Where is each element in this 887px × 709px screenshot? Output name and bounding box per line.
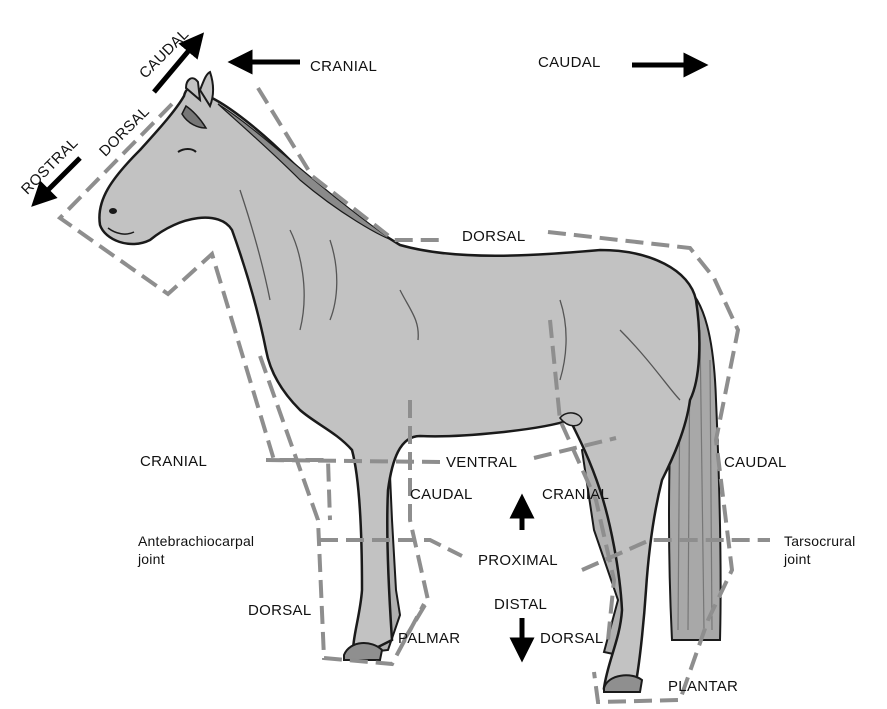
label-caudal-right: CAUDAL [724, 454, 787, 472]
label-dorsal-fore: DORSAL [248, 602, 312, 620]
label-cranial-left: CRANIAL [140, 453, 207, 471]
label-caudal-top: CAUDAL [538, 54, 601, 72]
label-caudal-fore: CAUDAL [410, 486, 473, 504]
label-plantar: PLANTAR [668, 678, 738, 696]
label-antebrachiocarpal: Antebrachiocarpal joint [138, 532, 254, 568]
front-hoof [344, 643, 382, 660]
label-cranial-top: CRANIAL [310, 58, 377, 76]
label-dorsal-hind: DORSAL [540, 630, 604, 648]
label-palmar: PALMAR [398, 630, 460, 648]
label-cranial-hind: CRANIAL [542, 486, 609, 504]
label-tarsocrural: Tarsocrural joint [784, 532, 855, 568]
horse-body [99, 87, 699, 688]
label-ventral: VENTRAL [446, 454, 517, 472]
label-proximal: PROXIMAL [478, 552, 558, 570]
label-dorsal-back: DORSAL [462, 228, 526, 246]
label-distal: DISTAL [494, 596, 547, 614]
